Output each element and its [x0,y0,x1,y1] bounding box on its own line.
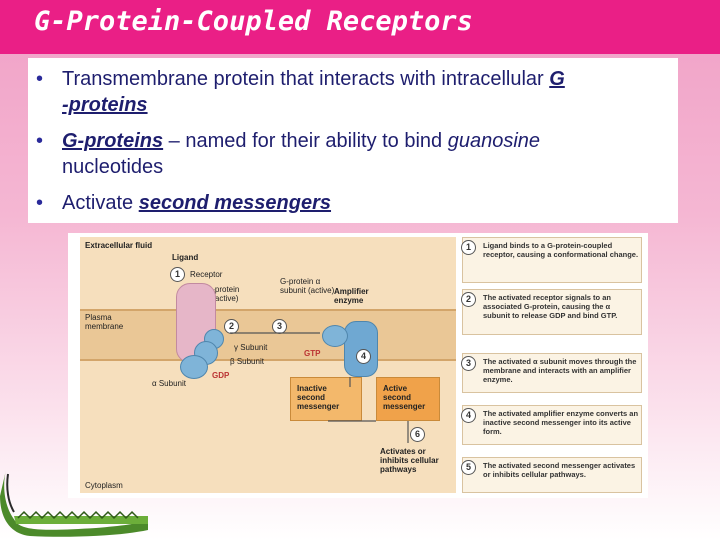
bullet-marker: • [36,192,44,214]
plasma-membrane [80,309,456,361]
step-5: 5 The activated second messenger activat… [461,457,642,493]
gprotein-inactive-label: G-protein (inactive) [206,285,240,303]
step-number-6: 6 [410,427,425,442]
bullet-3-text: Activate [62,192,139,214]
active-alpha-shape [322,325,348,347]
bullet-3-line-1: Activate second messengers [62,190,331,216]
step-1-text: Ligand binds to a G-protein-coupled rece… [483,241,639,259]
extracellular-label: Extracellular fluid [85,241,153,250]
amplifier-label: Amplifier enzyme [334,287,369,305]
slide-title: G-Protein-Coupled Receptors [34,6,473,37]
plasma-membrane-label: Plasma membrane [85,313,124,331]
bullet-1-line-2: -proteins [62,92,148,118]
steps-panel: 1 Ligand binds to a G-protein-coupled re… [461,237,642,493]
bullet-2-italic: guanosine [447,130,541,152]
beta-subunit-label: β Subunit [230,357,264,366]
step-5-text: The activated second messenger activates… [483,461,636,479]
receptor-label: Receptor [190,270,223,279]
diagram-panel: Extracellular fluid Ligand 1 Receptor G-… [80,237,456,493]
bullet-1-text: Transmembrane protein that interacts wit… [62,68,550,90]
gprotein-active-label: G-protein α subunit (active) [280,277,335,295]
step-3: 3 The activated α subunit moves through … [461,353,642,393]
gdp-label: GDP [212,371,230,380]
gamma-subunit-label: γ Subunit [234,343,268,352]
cytoplasm-label: Cytoplasm [85,481,123,490]
step-1-number: 1 [461,240,476,255]
step-1: 1 Ligand binds to a G-protein-coupled re… [461,237,642,283]
bullet-marker: • [36,130,44,152]
step-3-number: 3 [461,356,476,371]
diagram-arrows [230,332,409,443]
bullet-3-term: second messengers [138,192,332,214]
step-5-number: 5 [461,460,476,475]
gtp-label: GTP [304,349,321,358]
step-2: 2 The activated receptor signals to an a… [461,289,642,335]
active-messenger-box: Active second messenger [376,377,440,421]
ligand-label: Ligand [172,253,199,262]
bullet-list: • Transmembrane protein that interacts w… [28,58,678,223]
step-4-number: 4 [461,408,476,423]
bullet-2-term: G-proteins [62,130,164,152]
gpcr-diagram: Extracellular fluid Ligand 1 Receptor G-… [68,233,648,498]
activates-label: Activates or inhibits cellular pathways [380,447,439,474]
inactive-messenger-label: Inactive second messenger [297,384,340,411]
step-number-4: 4 [356,349,371,364]
bullet-2-line-1: G-proteins – named for their ability to … [62,128,540,154]
step-3-text: The activated α subunit moves through th… [483,357,637,384]
alpha-subunit-shape [180,355,208,379]
step-2-number: 2 [461,292,476,307]
bullet-1-term: G [549,68,565,90]
bullet-1-line-1: Transmembrane protein that interacts wit… [62,66,565,92]
bullet-marker: • [36,68,44,90]
active-messenger-label: Active second messenger [383,384,426,411]
title-bar: G-Protein-Coupled Receptors [0,0,720,54]
bullet-2-text: – named for their ability to bind [163,130,448,152]
bullet-2-line-2: nucleotides [62,156,164,178]
step-2-text: The activated receptor signals to an ass… [483,293,618,320]
step-4: 4 The activated amplifier enzyme convert… [461,405,642,445]
step-number-2: 2 [224,319,239,334]
bullet-1-term-cont: -proteins [62,94,148,116]
step-4-text: The activated amplifier enzyme converts … [483,409,639,436]
alpha-subunit-label: α Subunit [152,379,186,388]
step-number-1: 1 [170,267,185,282]
crocodile-clipart [0,470,148,537]
